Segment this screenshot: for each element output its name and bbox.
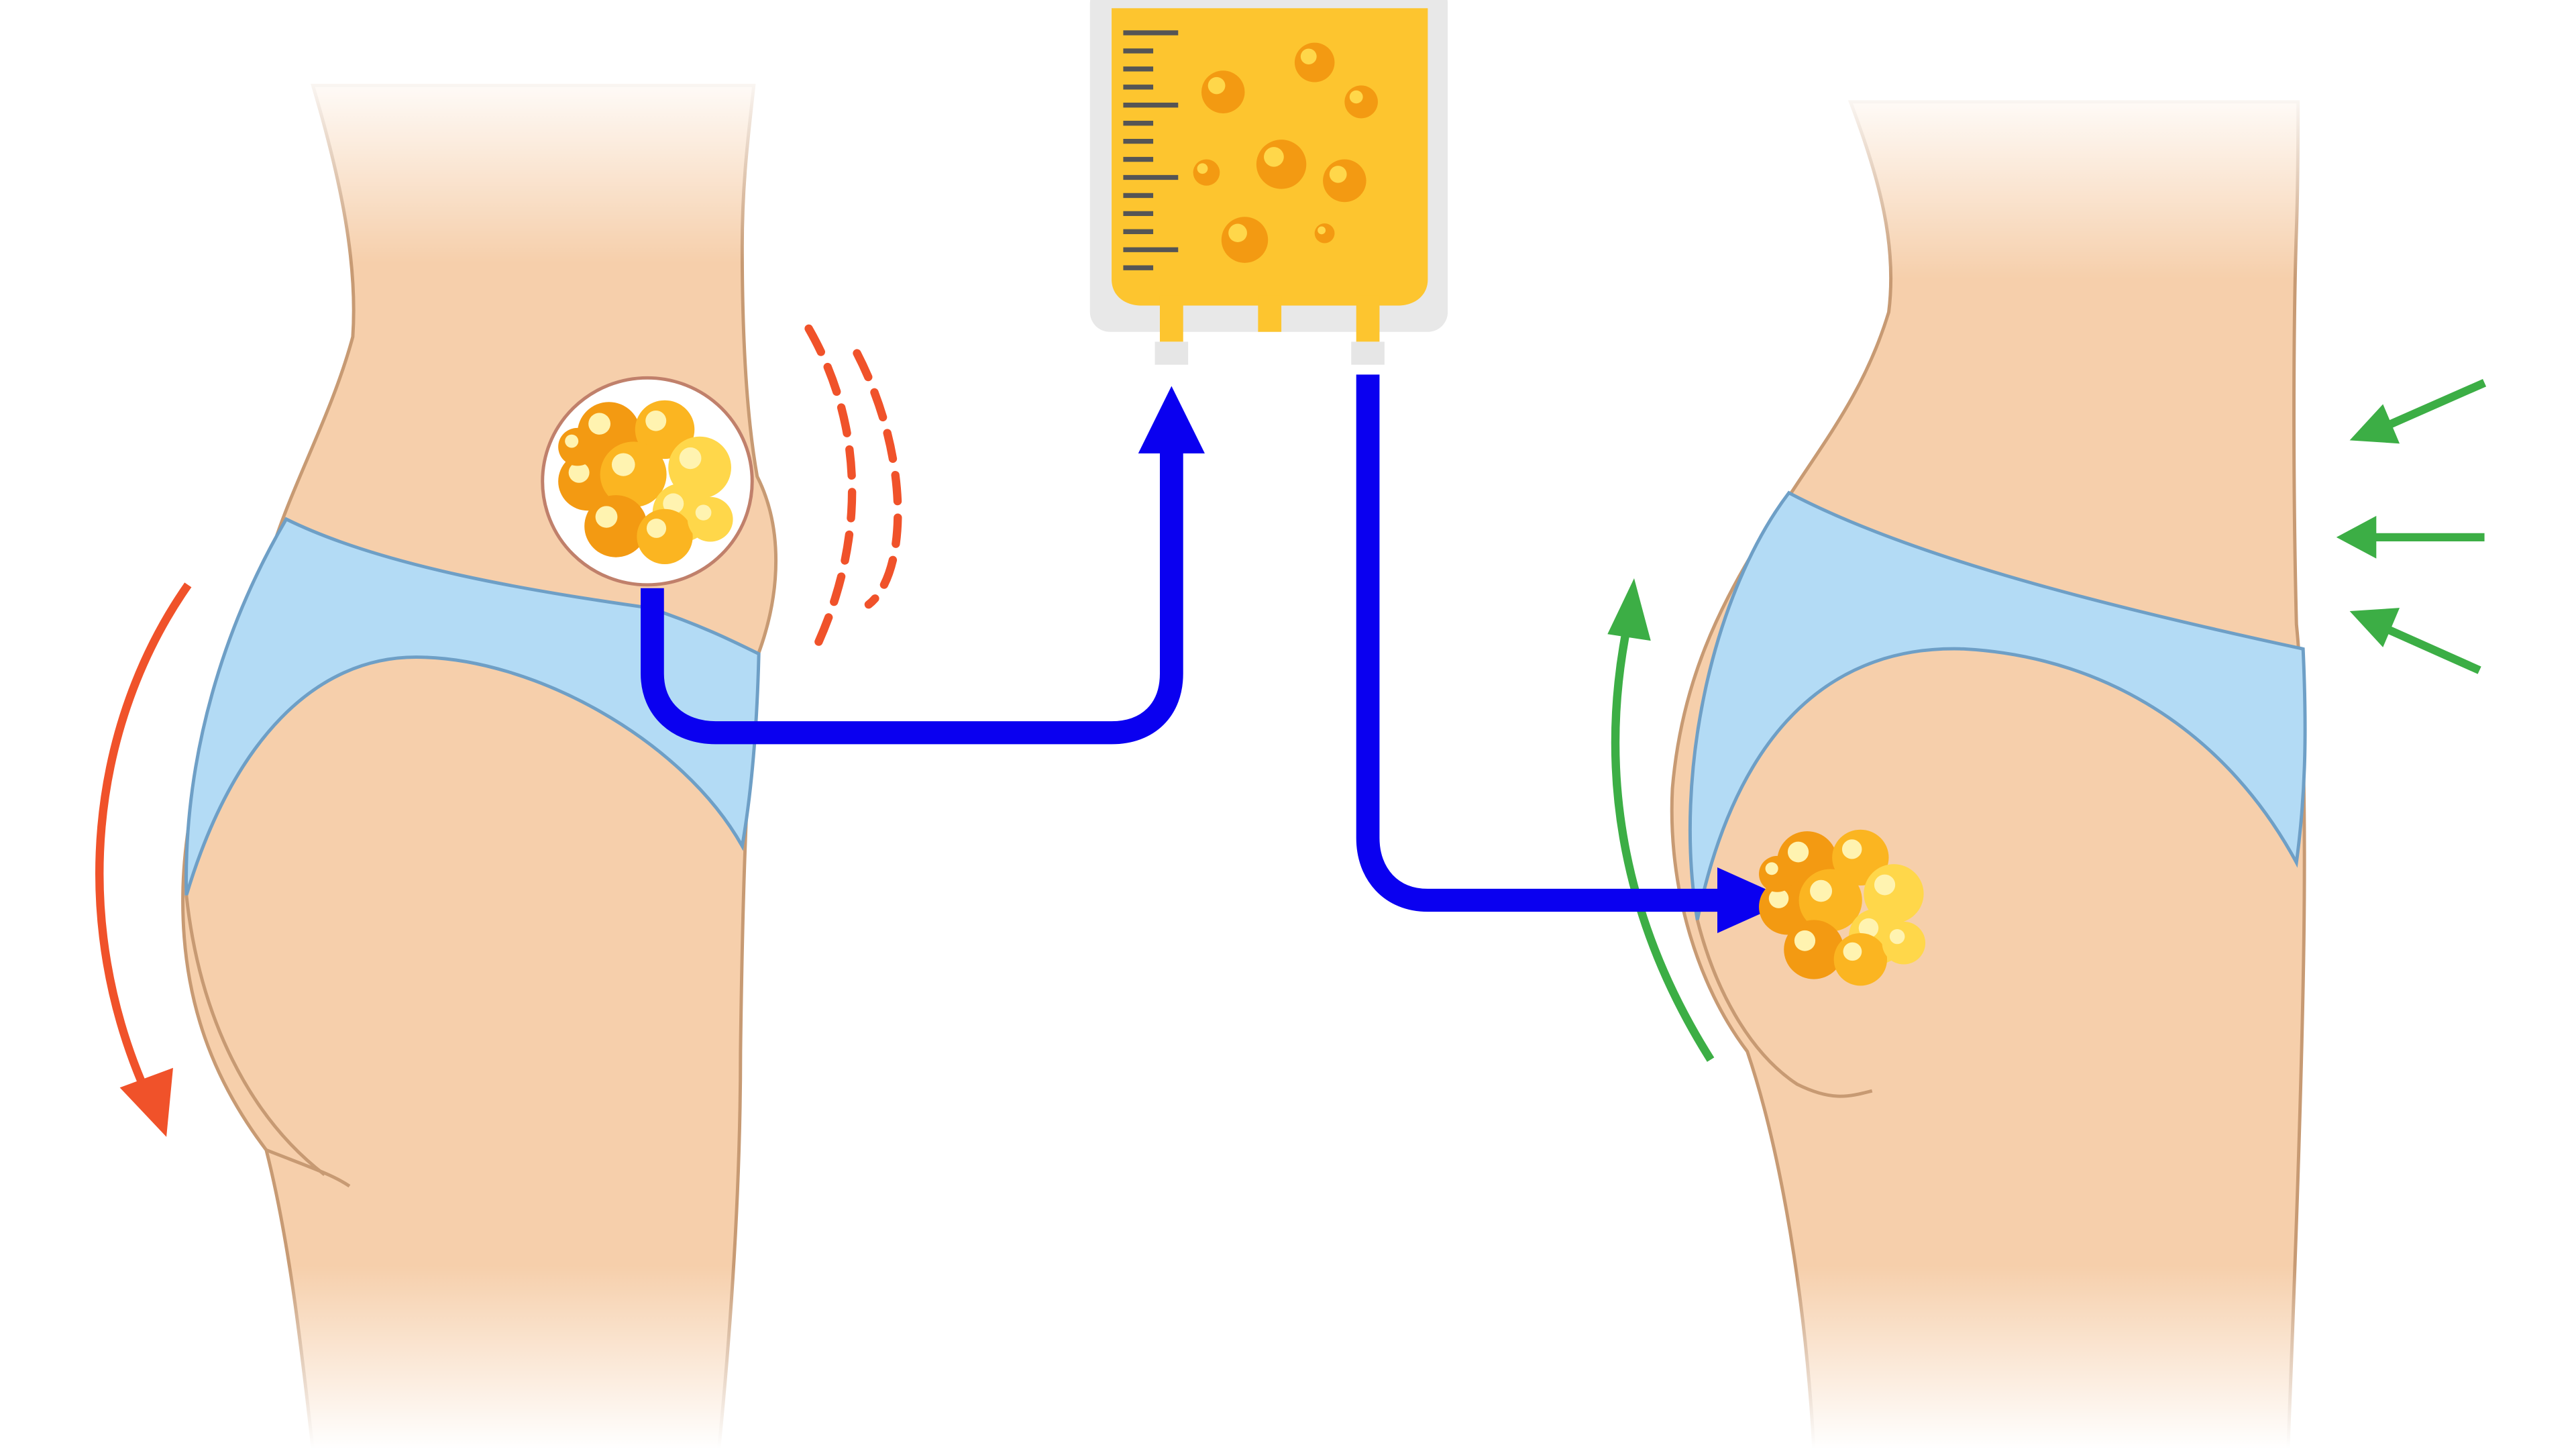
fat-cell [1784, 920, 1844, 979]
fat-cell-highlight [1768, 888, 1789, 908]
lift-arrow-shaft [1611, 623, 1715, 1062]
bag-measure-marks [1123, 30, 1179, 270]
injected-fat-icon [1759, 829, 1926, 986]
left-top-fade [250, 65, 799, 263]
fat-cell [637, 508, 693, 564]
fat-cell-highlight [1794, 930, 1816, 951]
fat-cell-highlight [645, 410, 667, 431]
fat-bubble [1201, 70, 1245, 113]
fat-cell-highlight [1858, 918, 1879, 938]
iv-bag-icon [1089, 0, 1448, 365]
fat-bubble-highlight [1208, 76, 1226, 95]
fat-cell-highlight [565, 434, 579, 448]
belly-bulge-lines [804, 324, 902, 653]
bulge-line-outer [853, 349, 902, 609]
tighten-arrow-middle [2336, 515, 2485, 559]
fat-cell-highlight [611, 453, 635, 476]
tightening-arrows [2336, 379, 2487, 674]
fat-cell-highlight [1787, 841, 1809, 863]
fat-bubble-highlight [1329, 166, 1347, 183]
fat-bubble-highlight [1228, 223, 1247, 242]
fat-cell-highlight [695, 504, 712, 521]
fat-bubble [1221, 217, 1269, 263]
fat-cell [687, 496, 733, 542]
fat-cell-highlight [1765, 862, 1778, 875]
injection-tube [1356, 374, 1731, 912]
fat-cell-highlight [1874, 874, 1896, 896]
left-body [181, 65, 799, 1449]
fat-bubble [1344, 85, 1378, 119]
fat-cell [1833, 933, 1888, 986]
lift-arrow [1607, 578, 1715, 1062]
injection-arrow-head [1717, 867, 1791, 934]
bag-port-right [1356, 295, 1380, 342]
fat-cell-highlight [588, 413, 611, 435]
fat-cells-icon [558, 400, 733, 564]
fat-cell-highlight [1841, 839, 1862, 859]
tighten-arrow-top [2349, 379, 2487, 444]
sagging-arrow-shaft [95, 582, 192, 1103]
left-bottom-fade [250, 1265, 799, 1449]
fat-bubble [1323, 159, 1366, 203]
bag-fat-bubbles [1193, 42, 1378, 263]
fat-bubble-highlight [1197, 163, 1208, 174]
fat-bubble [1294, 42, 1335, 83]
fat-cell-highlight [679, 447, 702, 470]
bag-port-left [1159, 295, 1183, 342]
fat-bubble [1193, 159, 1220, 186]
fat-bubble-highlight [1264, 147, 1284, 167]
tighten-arrow-bottom [2349, 608, 2481, 674]
fat-bubble [1256, 140, 1307, 189]
right-top-fade [1797, 82, 2347, 280]
fat-bubble-highlight [1349, 90, 1363, 104]
fat-sample [541, 376, 754, 587]
right-underwear [1688, 490, 2307, 920]
fat-cell [584, 495, 647, 557]
bag-port-cap-right [1351, 341, 1385, 365]
extraction-tube [641, 447, 1183, 745]
left-buttock-crease [184, 895, 326, 1176]
fat-cell-highlight [568, 462, 590, 483]
left-underwear [184, 517, 761, 896]
fat-cell-highlight [646, 519, 667, 538]
fat-cell [1882, 921, 1926, 965]
fat-bubble-highlight [1300, 48, 1317, 65]
bag-port-cap-left [1155, 341, 1189, 365]
fat-cell-highlight [1810, 879, 1833, 902]
right-body-silhouette [1670, 100, 2306, 1449]
sagging-arrow-head [119, 1067, 173, 1137]
fat-cell-highlight [595, 506, 618, 528]
fat-bubble-highlight [1318, 226, 1326, 235]
fat-cell-highlight [663, 493, 684, 515]
right-body [1670, 82, 2347, 1449]
left-thigh-line [265, 1148, 351, 1188]
extraction-arrow-head [1138, 386, 1205, 453]
fat-cell-highlight [1843, 942, 1862, 961]
fat-cell [1759, 855, 1796, 892]
bulge-line-inner [804, 324, 857, 653]
fat-bubble [1314, 223, 1335, 244]
bag-port-center [1258, 295, 1282, 332]
right-buttock-crease [1695, 919, 1873, 1098]
fat-cell [558, 427, 597, 466]
sagging-arrow [95, 582, 192, 1137]
fat-cell-highlight [1889, 929, 1905, 945]
right-bottom-fade [1797, 1265, 2347, 1449]
lift-arrow-head [1607, 578, 1651, 641]
